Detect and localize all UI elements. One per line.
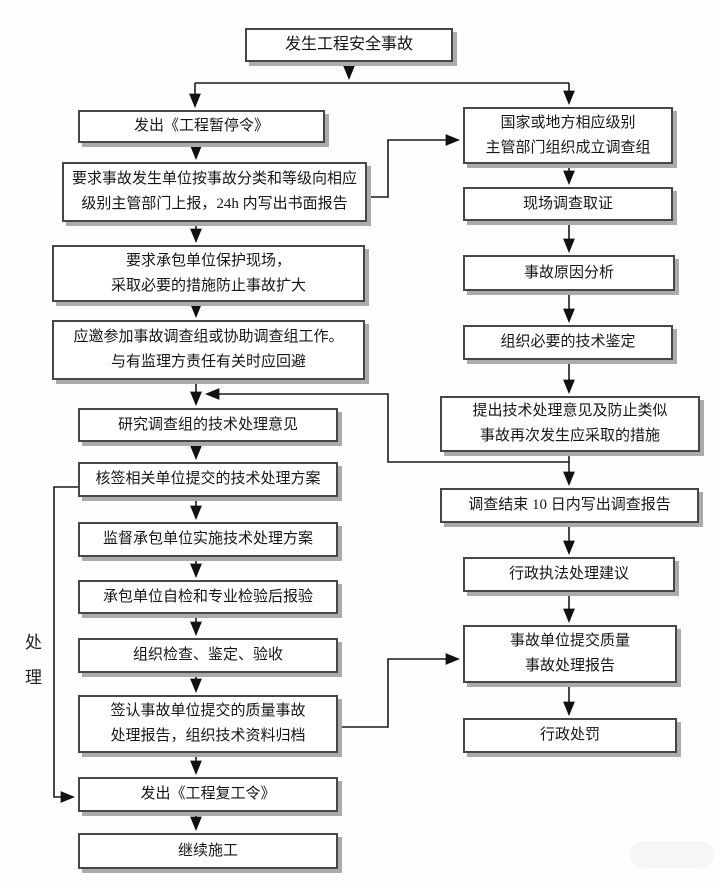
node-safety-incident: 发生工程安全事故 (245, 28, 453, 62)
node-continue-construction: 继续施工 (78, 833, 338, 869)
node-study-technical-opinions: 研究调查组的技术处理意见 (78, 408, 338, 442)
node-countersign-technical-plan: 核签相关单位提交的技术处理方案 (78, 462, 338, 497)
node-issue-resume-order: 发出《工程复工令》 (78, 777, 338, 812)
side-label-handling: 处理 (22, 633, 41, 703)
node-issue-suspension-order: 发出《工程暂停令》 (78, 110, 325, 143)
node-propose-measures: 提出技术处理意见及防止类似 事故再次发生应采取的措施 (440, 396, 700, 452)
node-report-to-authorities: 要求事故发生单位按事故分类和等级向相应 级别主管部门上报，24h 内写出书面报告 (62, 162, 367, 222)
node-cause-analysis: 事故原因分析 (463, 255, 675, 291)
node-administrative-penalty: 行政处罚 (463, 718, 677, 753)
node-site-investigation: 现场调查取证 (463, 187, 673, 221)
node-contractor-self-inspection: 承包单位自检和专业检验后报验 (78, 580, 338, 614)
node-enforcement-suggestion: 行政执法处理建议 (463, 557, 675, 592)
node-join-investigation-team: 应邀参加事故调查组或协助调查组工作。 与有监理方责任有关时应回避 (52, 320, 365, 380)
node-sign-quality-report-archive: 签认事故单位提交的质量事故 处理报告，组织技术资料归档 (78, 695, 338, 753)
watermark (630, 842, 714, 868)
node-organize-inspection-acceptance: 组织检查、鉴定、验收 (78, 638, 338, 673)
node-unit-submit-report: 事故单位提交质量 事故处理报告 (463, 625, 677, 683)
node-technical-appraisal: 组织必要的技术鉴定 (463, 325, 673, 360)
node-investigation-report: 调查结束 10 日内写出调查报告 (440, 488, 699, 523)
node-authority-investigation-team: 国家或地方相应级别 主管部门组织成立调查组 (463, 107, 673, 164)
node-protect-site: 要求承包单位保护现场， 采取必要的措施防止事故扩大 (52, 245, 365, 302)
node-supervise-implementation: 监督承包单位实施技术处理方案 (78, 522, 338, 557)
